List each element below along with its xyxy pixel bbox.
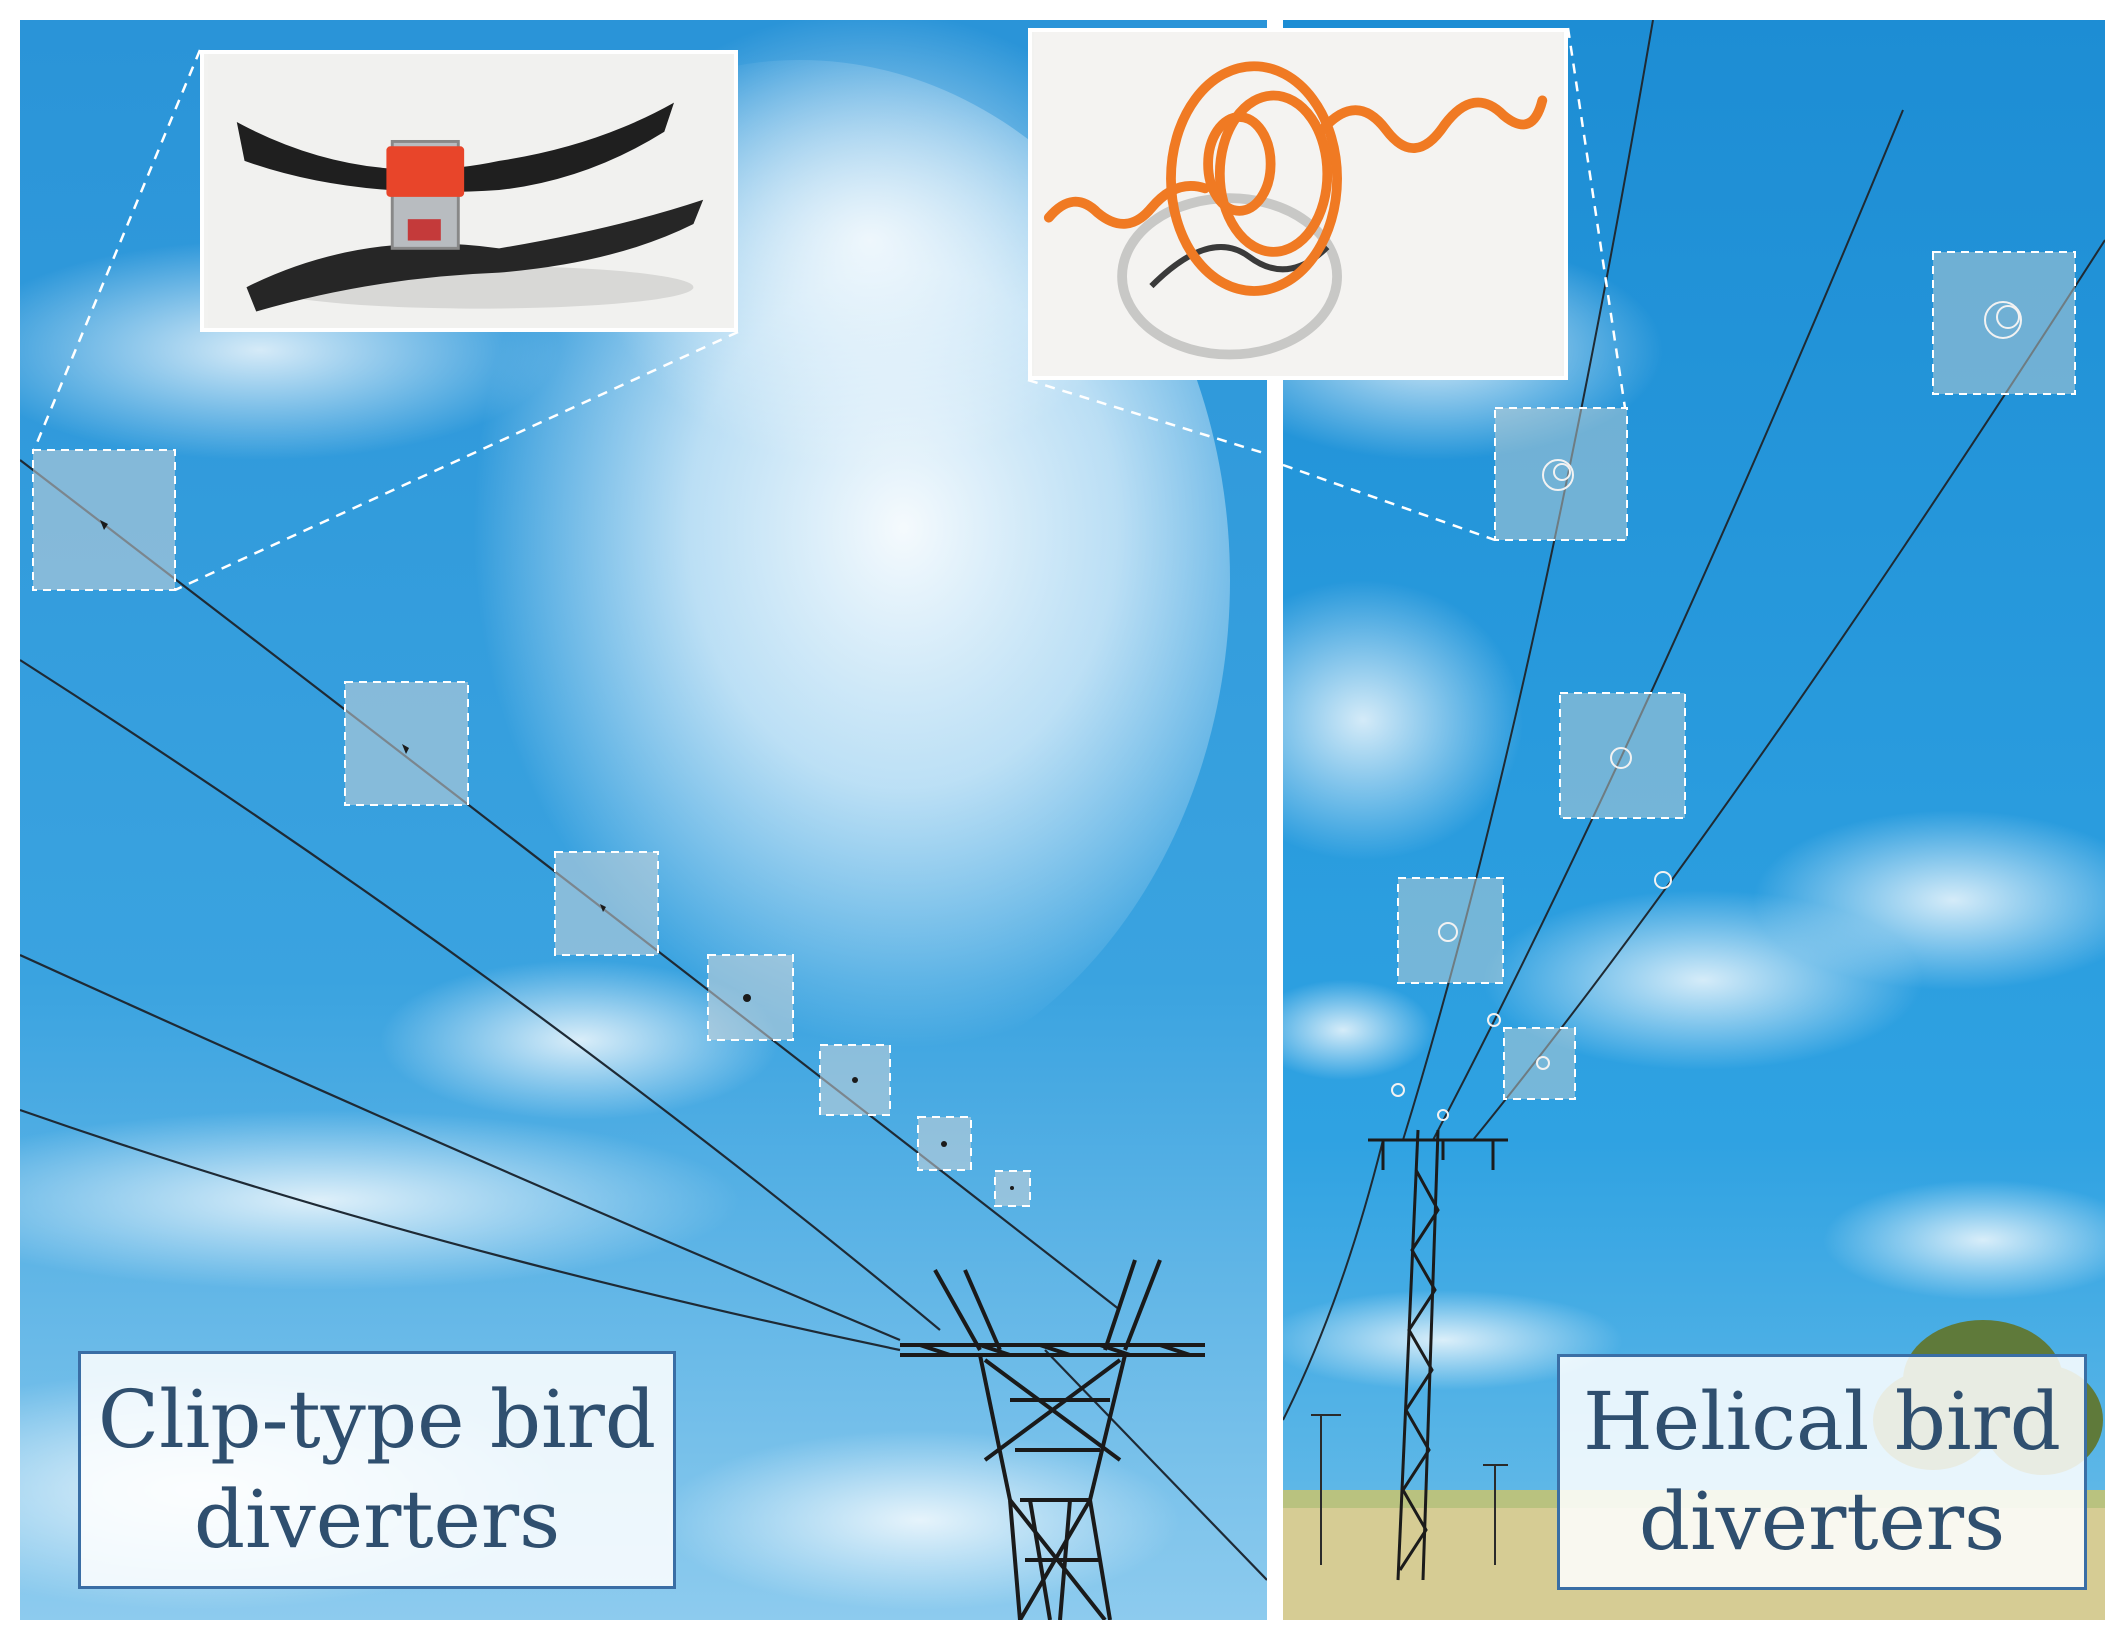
helical-diverter (1984, 301, 2022, 339)
helical-diverter (1610, 747, 1632, 769)
zoom-box (344, 681, 469, 806)
helical-diverter (1437, 1109, 1449, 1121)
clip-diverter-photo (200, 50, 738, 332)
clip-type-label-line2: diverters (193, 1473, 561, 1566)
helical-shadow (1117, 193, 1342, 360)
cloud (1283, 580, 1523, 860)
helical-diverter (1553, 463, 1571, 481)
power-line (20, 659, 941, 1331)
clip-diverter (743, 994, 751, 1002)
zoom-box (554, 851, 659, 956)
clip-diverter-zoom-boxes (32, 449, 1031, 1207)
helical-diverter (1438, 922, 1458, 942)
power-line (20, 1108, 901, 1352)
zoom-box (1503, 1027, 1576, 1100)
helical-diverter (1487, 1013, 1501, 1027)
distant-pylons (1311, 1414, 1508, 1565)
orange-clamp (386, 146, 465, 197)
cloud (1283, 1290, 1623, 1390)
lattice-pylon (1368, 1129, 1508, 1581)
cloud (20, 1110, 740, 1290)
zoom-box (1397, 877, 1504, 984)
clip-diverter (600, 904, 606, 912)
cloud (380, 960, 780, 1120)
power-line (20, 953, 901, 1342)
clip-diverter-wing (236, 102, 675, 192)
helical-label-line2: diverters (1638, 1475, 2006, 1568)
helical-diverter-markers (1391, 301, 2022, 1121)
clip-type-label-line1: Clip-type bird (97, 1373, 657, 1466)
zoom-box (32, 449, 176, 591)
power-line (1283, 1139, 1384, 1421)
clip-diverter-markers (100, 520, 1014, 1190)
clip-type-label: Clip-type bird diverters (78, 1351, 676, 1589)
helical-diverter (1542, 459, 1574, 491)
helical-diverter-photo (1028, 28, 1568, 380)
zoom-box (1932, 251, 2076, 395)
helical-coil (1043, 61, 1548, 296)
helical-label-line1: Helical bird (1582, 1375, 2062, 1468)
cloud (1483, 890, 1923, 1070)
clip-diverter (941, 1141, 947, 1147)
transmission-pylon (900, 1259, 1205, 1620)
clip-diverter-wing (246, 199, 704, 312)
clip-tab (407, 219, 441, 241)
helical-diverter (1391, 1083, 1405, 1097)
clip-diverter (100, 520, 108, 530)
cloud (1823, 1180, 2105, 1300)
zoom-box (1559, 692, 1686, 819)
helical-diverter (1996, 305, 2020, 329)
power-line (1432, 109, 1904, 1141)
cloud (1283, 980, 1433, 1080)
helical-diverter-icon (1034, 32, 1562, 376)
zoom-box (1494, 407, 1628, 541)
helical-diverter (1654, 871, 1672, 889)
clip-diverter (402, 744, 409, 754)
helical-diverter (1536, 1056, 1550, 1070)
clip-diverter (1010, 1186, 1014, 1190)
clip-diverter-icon (207, 54, 731, 328)
clip-diverter (852, 1077, 858, 1083)
helical-label: Helical bird diverters (1557, 1354, 2087, 1590)
zoom-box (917, 1116, 972, 1171)
